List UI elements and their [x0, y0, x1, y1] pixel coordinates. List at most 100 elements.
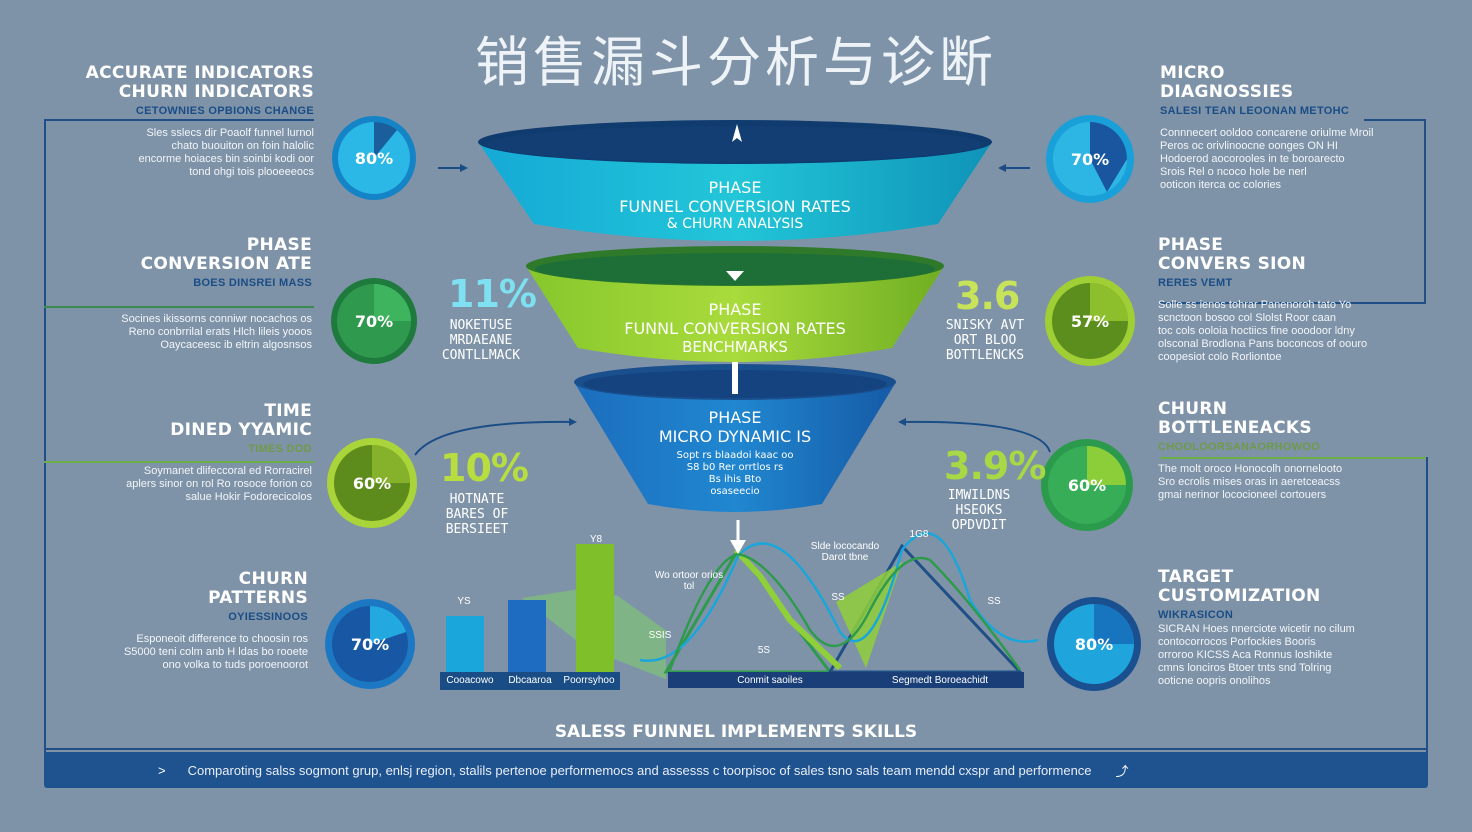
pie-icon: [1046, 115, 1134, 203]
bar-value-label-1: YS: [457, 596, 471, 607]
circle-value: 70%: [1070, 149, 1110, 169]
frame-right-mid: [1160, 457, 1428, 459]
wave-chart: [640, 520, 1039, 688]
wave-fill: [836, 562, 902, 668]
frame-right-vertical: [1424, 119, 1426, 304]
wave-label-2: Segmedt Boroeachidt: [891, 675, 989, 686]
bar-chart: [440, 544, 666, 690]
circle-value: 70%: [354, 311, 394, 331]
wave-line-blue: [640, 532, 1039, 663]
footer-text: Comparoting salss sogmont grup, enlsj re…: [187, 762, 1092, 778]
bar-chart-baseline: [440, 672, 620, 690]
stat-value-1: 11%: [448, 272, 537, 316]
arrow-down-icon-head: [730, 540, 746, 554]
wave-baseline: [668, 672, 1024, 688]
frame-right-vertical2: [1426, 457, 1428, 757]
wave-green-band: [733, 547, 843, 671]
block-subtitle: CHOOLOORSANAORHOWOO: [1158, 441, 1321, 453]
block-subtitle: OYIESSINOOS: [228, 611, 308, 623]
funnel-middle-text: PHASE FUNNL CONVERSION RATES BENCHMARKS: [624, 300, 846, 356]
wave-annotation-6: SS: [987, 596, 1001, 607]
frame-left-top: [44, 119, 314, 121]
funnel-top: [478, 120, 992, 241]
circle-left-4: 70%: [324, 598, 416, 690]
bar-label-2: Dbcaaroa: [508, 675, 552, 686]
wave-label-1: Conmit saoiles: [737, 675, 803, 686]
frame-right-bottom: [1160, 302, 1426, 304]
block-subtitle: WIKRASICON: [1158, 609, 1234, 621]
circle-value: 60%: [1067, 475, 1107, 495]
circle-right-1: 70%: [1045, 114, 1135, 204]
frame-left-mid: [44, 306, 314, 308]
circle-value: 60%: [352, 473, 392, 493]
page-title: 销售漏斗分析与诊断: [475, 31, 997, 94]
arrow-icon: ⤴: [1115, 763, 1129, 779]
wave-annotation-4: SS: [831, 592, 845, 603]
pie-icon: [1045, 276, 1135, 366]
wave-triangle-left: [663, 547, 834, 674]
wave-annotation-2: Wo ortoor orios tol: [654, 570, 724, 592]
wave-line-green: [668, 552, 1022, 671]
circle-left-2: 70%: [330, 277, 418, 365]
stat-value-4: 3.9%: [944, 444, 1046, 488]
block-subtitle: SALESI TEAN LEOONAN METOHC: [1160, 105, 1350, 117]
pie-icon: [327, 438, 417, 528]
funnel-middle: [526, 246, 944, 362]
circle-right-3: 60%: [1040, 438, 1134, 532]
pie-icon: [325, 599, 415, 689]
circle-value: 57%: [1070, 311, 1110, 331]
pie-icon: [331, 278, 417, 364]
chevron-right-icon: >: [158, 762, 166, 778]
circle-left-3: 60%: [326, 437, 418, 529]
bar-3: [576, 544, 614, 672]
footer-bar: > Comparoting salss sogmont grup, enlsj …: [44, 752, 1428, 788]
block-subtitle: RERES VEMT: [1158, 277, 1233, 289]
block-desc: Connnecert ooldoo concarene oriulme Mroi…: [1160, 127, 1374, 191]
pie-icon: [332, 116, 416, 200]
wave-annotation-3: 1G8: [909, 529, 929, 540]
funnel-top-text: PHASE FUNNEL CONVERSION RATES & CHURN AN…: [619, 178, 851, 232]
circle-value: 80%: [1074, 634, 1114, 654]
block-subtitle: TIMES DOD: [248, 443, 312, 455]
bar-label-3: Poorrsyhoo: [563, 675, 615, 686]
frame-bottom: [44, 748, 1428, 750]
circle-value: 70%: [350, 634, 390, 654]
frame-left-mid2: [44, 461, 314, 463]
bar-extra-label: SSIS: [648, 630, 672, 641]
circle-right-4: 80%: [1046, 596, 1142, 692]
bar-2: [508, 600, 546, 672]
wave-annotation-5: 5S: [757, 645, 771, 656]
section-heading: SALESS FUINNEL IMPLEMENTS SKILLS: [554, 722, 918, 742]
circle-value: 80%: [354, 148, 394, 168]
circle-left-1: 80%: [331, 115, 417, 201]
bar-1: [446, 616, 484, 672]
pie-icon: [1041, 439, 1133, 531]
frame-left-vertical: [44, 119, 46, 759]
bar-value-label-3: Y8: [589, 534, 603, 545]
block-subtitle: BOES DINSREI MASS: [193, 277, 312, 289]
funnel-bottom-text: PHASE MICRO DYNAMIC IS Sopt rs blaadoi k…: [658, 408, 812, 497]
funnel-bottom: [574, 362, 896, 512]
wave-annotation-1: Slde lococando Darot tbne: [810, 541, 880, 563]
